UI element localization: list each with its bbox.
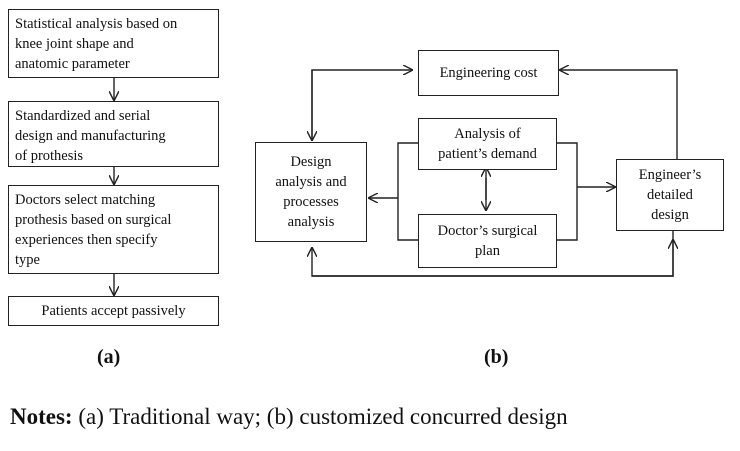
node-surgical-plan: Doctor’s surgical plan (418, 214, 557, 268)
panel-b-label: (b) (484, 346, 509, 368)
notes-caption: Notes: (a) Traditional way; (b) customiz… (10, 404, 568, 430)
bracket-right (557, 142, 578, 241)
notes-text: (a) Traditional way; (b) customized conc… (72, 404, 568, 429)
node-engineer-design: Engineer’s detailed design (616, 159, 724, 231)
notes-prefix: Notes: (10, 404, 73, 429)
bracket-left (397, 142, 418, 241)
arrow-engineer-to-cost (560, 70, 678, 159)
step-patients-accept: Patients accept passively (8, 296, 219, 326)
arrow-design-to-engineer (312, 240, 673, 277)
node-patient-demand-text: Analysis of patient’s demand (438, 126, 537, 162)
panel-a-label: (a) (97, 346, 121, 368)
step-doctor-select: Doctors select matching prothesis based … (8, 185, 219, 274)
node-engineer-design-text: Engineer’s detailed design (638, 167, 702, 223)
node-design-analysis-text: Design analysis and processes analysis (275, 154, 347, 230)
step-standardized-design: Standardized and serial design and manuf… (8, 101, 219, 167)
node-engineering-cost: Engineering cost (418, 50, 559, 96)
node-design-analysis: Design analysis and processes analysis (255, 142, 367, 242)
node-patient-demand: Analysis of patient’s demand (418, 118, 557, 170)
arrow-design-to-cost (311, 70, 412, 140)
node-surgical-plan-text: Doctor’s surgical plan (437, 223, 538, 259)
step-standardized-design-text: Standardized and serial design and manuf… (15, 108, 166, 164)
node-engineering-cost-text: Engineering cost (439, 65, 538, 81)
step-statistical-analysis: Statistical analysis based on knee joint… (8, 9, 219, 78)
step-patients-accept-text: Patients accept passively (41, 303, 186, 319)
step-statistical-analysis-text: Statistical analysis based on knee joint… (15, 16, 178, 72)
step-doctor-select-text: Doctors select matching prothesis based … (15, 192, 172, 268)
